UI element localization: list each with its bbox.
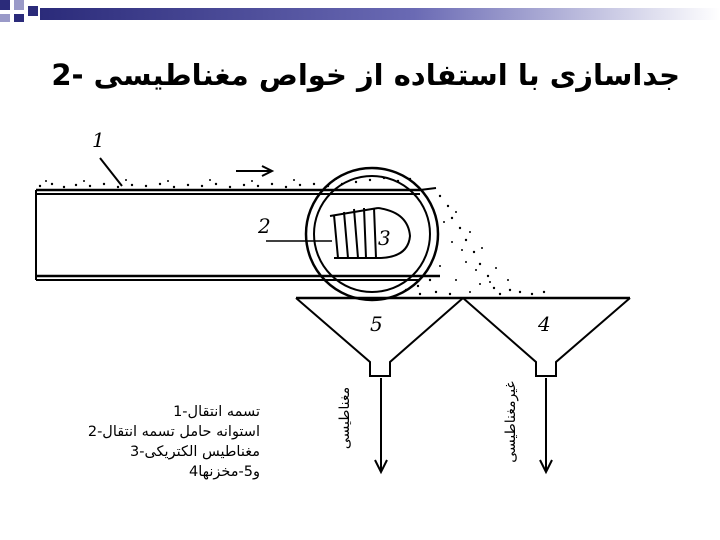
label-outlet-nonmagnetic: غیرمغناطیسی <box>503 381 519 463</box>
legend-item: استوانه حامل تسمه انتقال-2 <box>87 424 260 440</box>
particles <box>38 176 546 296</box>
header-bar-graphic <box>0 0 720 22</box>
header-bar <box>0 0 720 22</box>
legend-item: تسمه انتقال-1 <box>173 404 260 420</box>
label-magnet: 3 <box>378 226 391 250</box>
label-bin-magnetic: 5 <box>370 312 383 336</box>
legend-item: مغناطیس الکتریکی-3 <box>130 444 260 460</box>
legend-item: و5-مخزنها4 <box>189 464 260 480</box>
label-outlet-magnetic: مغناطیسی <box>337 386 353 450</box>
label-bin-nonmagnetic: 4 <box>538 312 551 336</box>
legend: تسمه انتقال-1 استوانه حامل تسمه انتقال-2… <box>20 402 260 482</box>
slide-title: جداسازی با استفاده از خواص مغناطیسی -2 <box>51 58 680 92</box>
label-belt: 1 <box>92 128 105 152</box>
label-drum: 2 <box>258 214 271 238</box>
